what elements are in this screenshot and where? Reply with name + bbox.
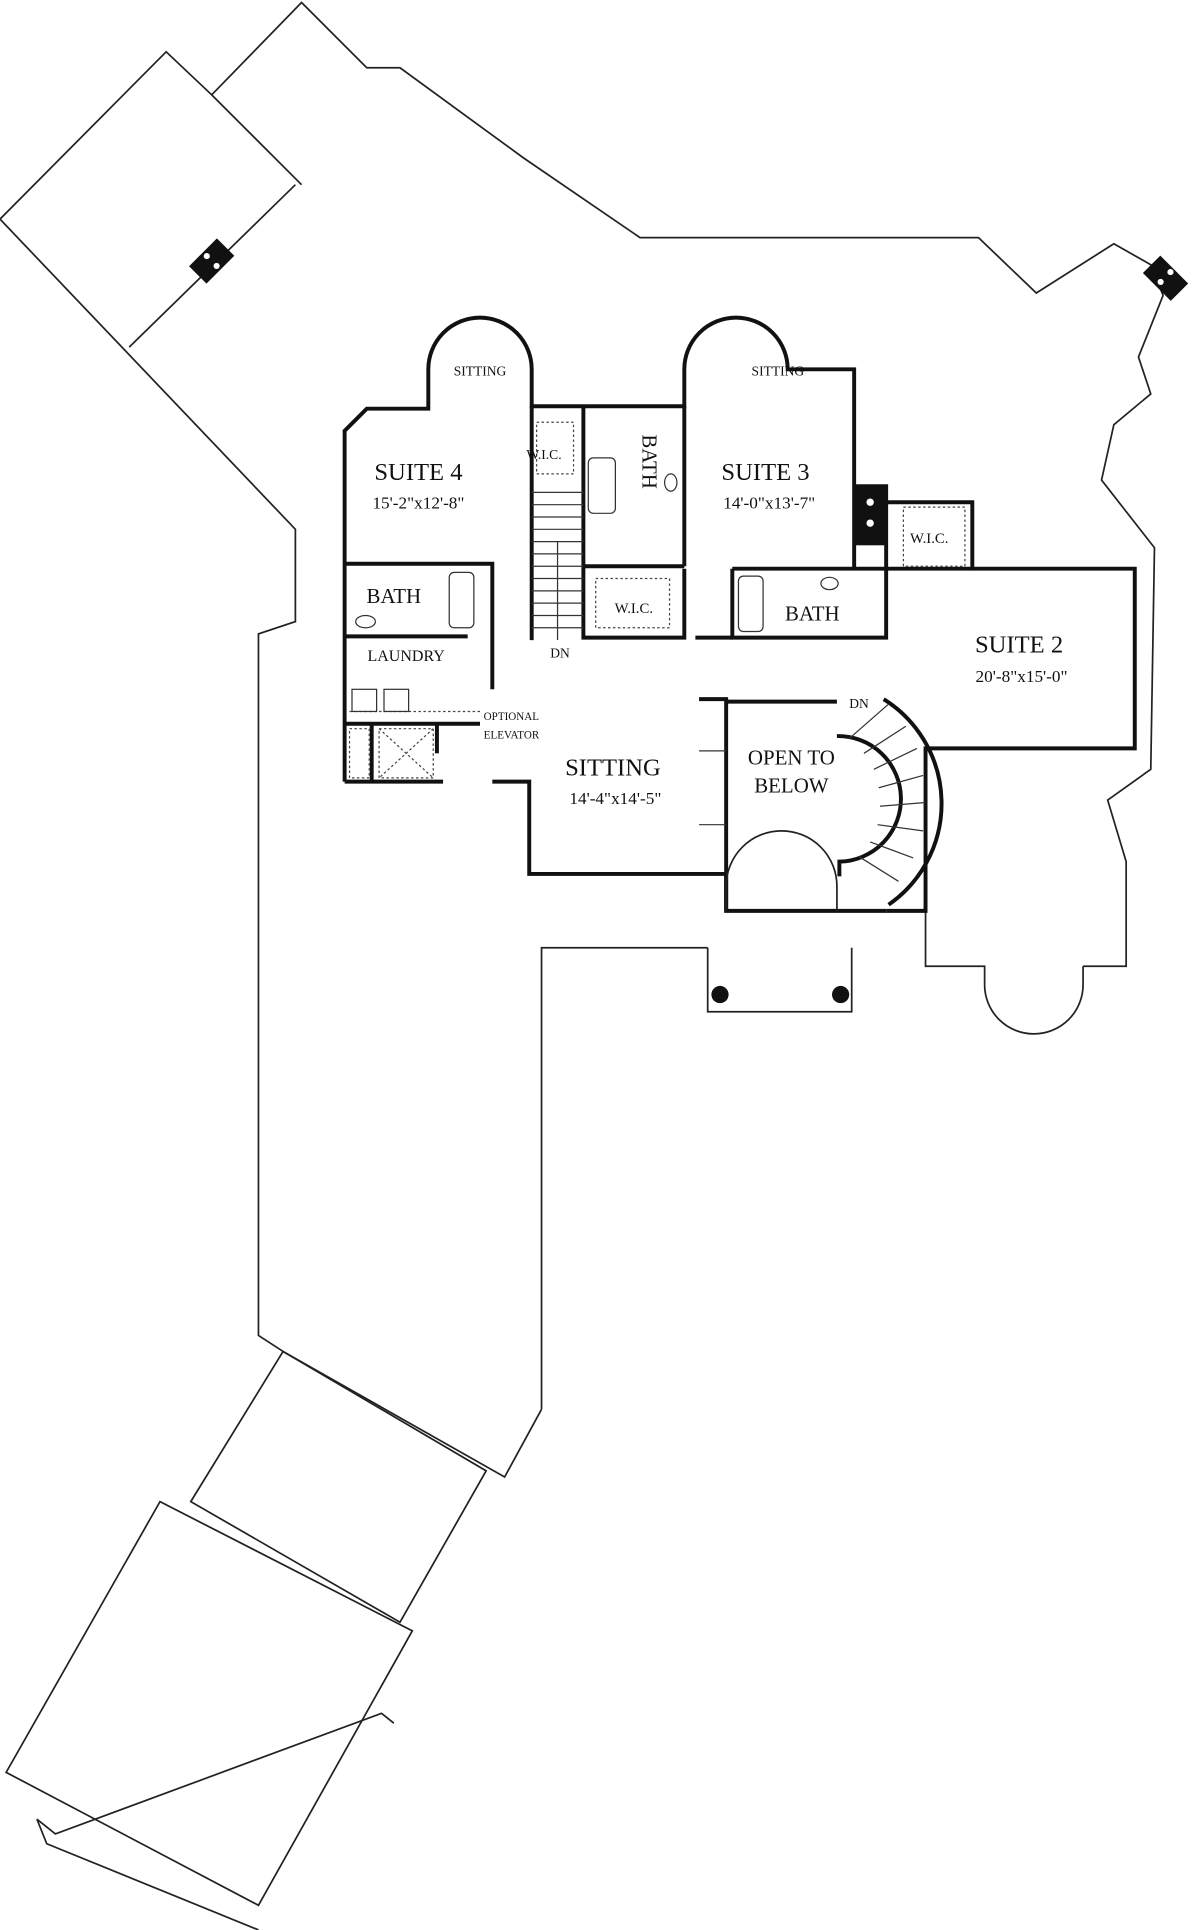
label-wic-suite4: W.I.C. xyxy=(526,447,561,462)
label-suite3: SUITE 3 xyxy=(721,459,809,486)
label-laundry: LAUNDRY xyxy=(367,648,445,665)
chimney-icon xyxy=(189,238,235,284)
label-sitting: SITTING xyxy=(565,754,661,781)
label-wic-suite3: W.I.C. xyxy=(615,601,653,617)
label-sitting-size: 14'-4"x14'-5" xyxy=(569,789,661,808)
label-suite4-size: 15'-2"x12'-8" xyxy=(372,493,464,512)
label-elevator: ELEVATOR xyxy=(484,730,540,742)
label-sitting-suite4: SITTING xyxy=(454,363,507,378)
floor-walls xyxy=(342,315,1137,1013)
label-sitting-suite3: SITTING xyxy=(752,363,805,378)
label-below: BELOW xyxy=(754,774,829,798)
label-suite2: SUITE 2 xyxy=(975,631,1063,658)
label-spiral-dn: DN xyxy=(849,696,869,711)
label-bath-suite3: BATH xyxy=(637,434,661,489)
label-stairs-dn: DN xyxy=(550,645,570,660)
label-suite3-size: 14'-0"x13'-7" xyxy=(723,493,815,512)
label-open-to: OPEN TO xyxy=(748,745,835,769)
label-suite4: SUITE 4 xyxy=(374,459,462,486)
label-optional: OPTIONAL xyxy=(484,711,540,723)
label-bath-suite2: BATH xyxy=(785,601,840,625)
label-wic-suite2: W.I.C. xyxy=(910,531,948,547)
chimney-icon xyxy=(1142,255,1189,301)
label-suite2-size: 20'-8"x15'-0" xyxy=(976,667,1068,686)
label-bath-suite4: BATH xyxy=(367,584,422,608)
room-labels: SITTING SITTING SUITE 4 15'-2"x12'-8" SU… xyxy=(367,363,1068,807)
